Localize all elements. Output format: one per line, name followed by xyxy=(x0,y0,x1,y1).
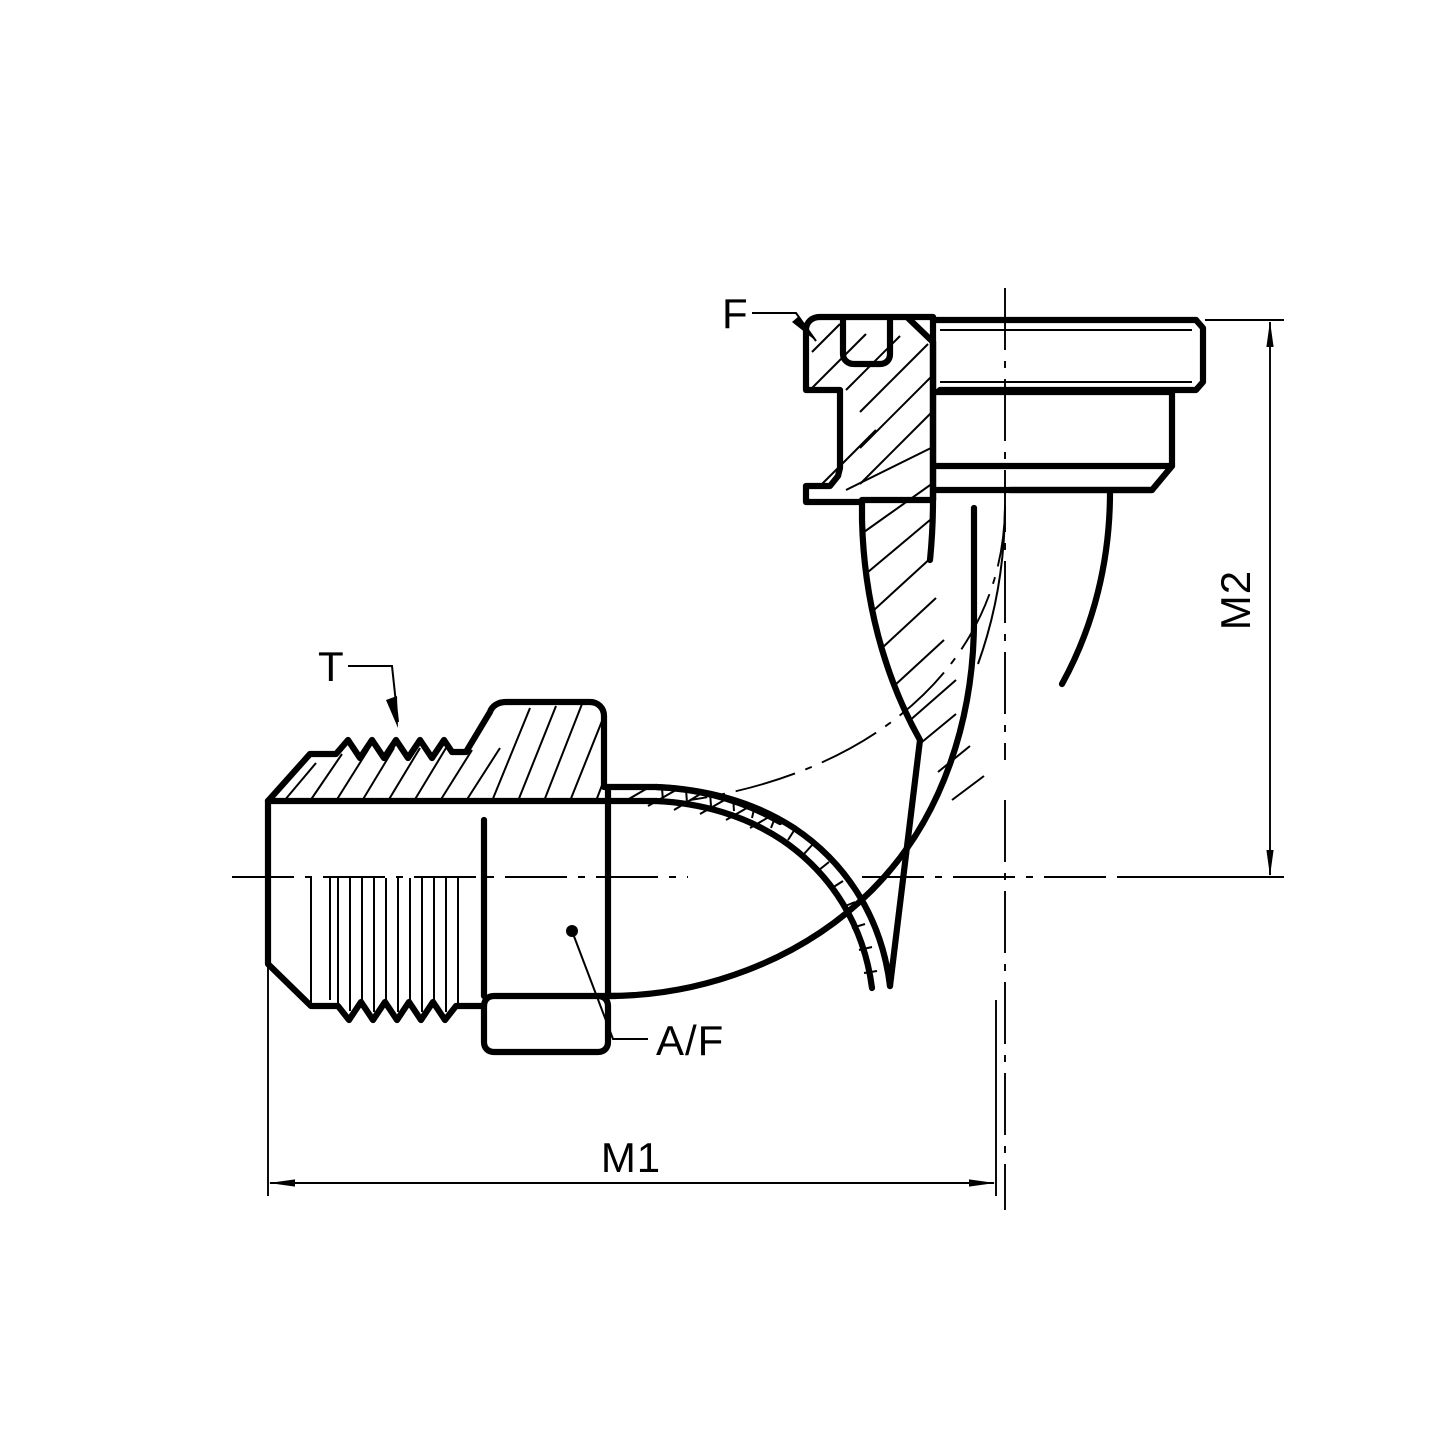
bend-right-wall xyxy=(926,496,1006,665)
male-hex-block xyxy=(480,992,612,1056)
male-arm-lower-outline xyxy=(264,797,488,1024)
bend-wall-hatch xyxy=(661,787,878,974)
left-arm-section-hatch xyxy=(283,703,775,829)
callout-af-label: A/F xyxy=(656,1017,724,1064)
bend-arc-centerline xyxy=(689,504,1006,801)
dimension-m2: M2 xyxy=(1120,319,1284,878)
m2-dim-label: M2 xyxy=(1212,570,1259,630)
m1-dim-label: M1 xyxy=(601,1134,661,1181)
swivel-nut-outer-profile xyxy=(802,313,937,990)
swivel-nut-left-steps xyxy=(802,326,866,506)
callout-t-leader xyxy=(348,665,399,723)
bend-inner-bore-outline xyxy=(652,783,894,990)
callout-t-arrowhead xyxy=(386,696,398,728)
callout-af-leader xyxy=(571,930,648,1040)
bend-section-wall xyxy=(652,783,894,992)
upper-arm-assembly xyxy=(802,313,1207,990)
callout-t-label: T xyxy=(318,643,345,690)
callout-t: T xyxy=(318,643,399,728)
swivel-nut-pocket xyxy=(839,316,894,368)
callout-f-arrowhead xyxy=(792,316,816,341)
bend-right-inner-wall xyxy=(926,496,937,564)
swivel-nut-top-chamfer xyxy=(904,314,937,346)
stud-shoulder xyxy=(1006,388,1176,494)
dimension-m1: M1 xyxy=(267,810,997,1196)
elbow-outer-curve xyxy=(604,504,978,1000)
male-thread-root-lower xyxy=(337,878,459,1012)
bend-inner-dash-curve xyxy=(977,504,1006,665)
callout-f-label: F xyxy=(722,290,749,337)
bend-outer-bore-outline xyxy=(652,797,876,992)
upper-arm-section-hatch xyxy=(811,323,985,801)
callout-f: F xyxy=(722,290,817,342)
callout-af: A/F xyxy=(566,925,724,1064)
upper-right-wall xyxy=(1058,488,1114,688)
